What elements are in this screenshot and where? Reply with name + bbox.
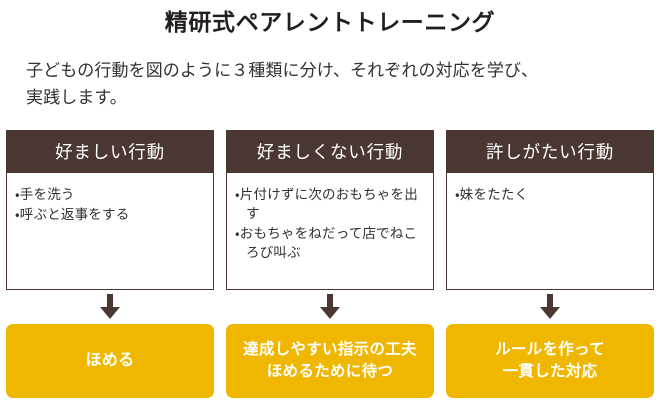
behavior-columns: 好ましい行動 ・手を洗う ・呼ぶと返事をする ほめる 好ましくない [6, 130, 654, 401]
action-box: ルールを作って 一貫した対応 [446, 324, 654, 398]
down-arrow-icon [540, 294, 560, 319]
example-list: ・妹をたたく [455, 185, 646, 204]
intro-line: 実践します。 [26, 88, 127, 107]
behavior-card-body: ・手を洗う ・呼ぶと返事をする [7, 173, 213, 289]
behavior-card-header: 許しがたい行動 [447, 131, 653, 173]
behavior-card-body: ・妹をたたく [447, 173, 653, 289]
behavior-card-header: 好ましい行動 [7, 131, 213, 173]
action-box: 達成しやすい指示の工夫 ほめるために待つ [226, 324, 434, 398]
behavior-card: 好ましくない行動 ・片付けずに次のおもちゃを出す ・おもちゃをねだって店でねころ… [226, 130, 434, 290]
action-line: ルールを作って [495, 341, 605, 358]
down-arrow-icon [320, 294, 340, 319]
intro-line: 子どもの行動を図のように３種類に分け、それぞれの対応を学び、 [26, 61, 539, 80]
page-title: 精研式ペアレントトレーニング [164, 9, 496, 35]
list-item: ・手を洗う [15, 187, 75, 202]
behavior-column-desirable: 好ましい行動 ・手を洗う ・呼ぶと返事をする ほめる [6, 130, 214, 401]
arrow-container [6, 290, 214, 324]
action-line: 達成しやすい指示の工夫 [243, 341, 417, 358]
list-item: ・おもちゃをねだって店でねころび叫ぶ [235, 226, 418, 260]
behavior-card-body: ・片付けずに次のおもちゃを出す ・おもちゃをねだって店でねころび叫ぶ [227, 173, 433, 289]
example-list: ・手を洗う ・呼ぶと返事をする [15, 185, 206, 224]
behavior-card: 許しがたい行動 ・妹をたたく [446, 130, 654, 290]
down-arrow-icon [100, 294, 120, 319]
list-item: ・片付けずに次のおもちゃを出す [235, 187, 418, 221]
arrow-container [446, 290, 654, 324]
behavior-card: 好ましい行動 ・手を洗う ・呼ぶと返事をする [6, 130, 214, 290]
action-line: 一貫した対応 [502, 363, 598, 380]
example-list: ・片付けずに次のおもちゃを出す ・おもちゃをねだって店でねころび叫ぶ [235, 185, 426, 262]
behavior-card-header: 好ましくない行動 [227, 131, 433, 173]
action-box: ほめる [6, 324, 214, 398]
intro-paragraph: 子どもの行動を図のように３種類に分け、それぞれの対応を学び、 実践します。 [26, 57, 641, 111]
behavior-column-unacceptable: 許しがたい行動 ・妹をたたく ルールを作って 一貫した対応 [446, 130, 654, 401]
list-item: ・呼ぶと返事をする [15, 207, 130, 222]
list-item: ・妹をたたく [455, 187, 529, 202]
arrow-container [226, 290, 434, 324]
action-line: ほめるために待つ [266, 363, 394, 380]
behavior-column-undesirable: 好ましくない行動 ・片付けずに次のおもちゃを出す ・おもちゃをねだって店でねころ… [226, 130, 434, 401]
action-line: ほめる [85, 352, 135, 369]
